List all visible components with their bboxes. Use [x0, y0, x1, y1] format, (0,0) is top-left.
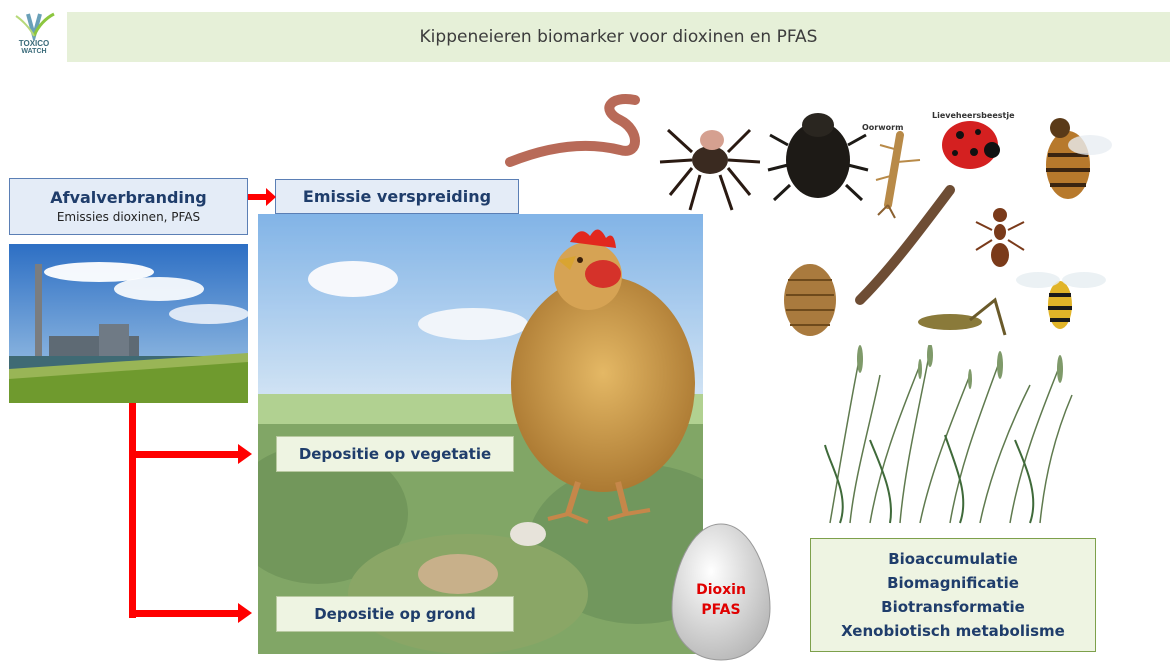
egg-label-dioxin: Dioxin	[670, 582, 772, 598]
vegetation-deposition-box: Depositie op vegetatie	[276, 436, 514, 472]
process-bioaccumulation: Bioaccumulatie	[811, 547, 1095, 571]
grasshopper-icon	[918, 300, 1005, 335]
arrow-to-emission-shaft	[248, 194, 268, 200]
wasp-icon	[1016, 272, 1106, 329]
processes-box: Bioaccumulatie Biomagnificatie Biotransf…	[810, 538, 1096, 652]
egg-label-pfas: PFAS	[670, 602, 772, 618]
woodlouse-icon	[784, 264, 836, 336]
bee-icon	[1046, 118, 1112, 199]
grasses-illustration	[810, 345, 1080, 525]
arrow-to-vegetation-head	[238, 444, 252, 464]
arrow-to-emission-head	[266, 188, 276, 206]
spider-icon	[660, 130, 760, 210]
soil-fauna-illustration: Oorworm Lieveheersbeestje	[500, 90, 1120, 340]
vegetation-deposition-label: Depositie op vegetatie	[277, 437, 513, 471]
ground-deposition-box: Depositie op grond	[276, 596, 514, 632]
arrow-to-ground-head	[238, 603, 252, 623]
ladybug-label: Lieveheersbeestje	[932, 111, 1015, 120]
centipede-icon	[860, 190, 950, 300]
arrow-to-ground-shaft	[129, 610, 240, 617]
beetle-icon	[768, 113, 868, 200]
arrow-trunk	[129, 403, 136, 618]
earwig-icon	[876, 135, 920, 218]
earwig-label: Oorworm	[862, 123, 903, 132]
ground-deposition-label: Depositie op grond	[277, 597, 513, 631]
egg: Dioxin PFAS	[670, 522, 772, 662]
arrow-to-vegetation-shaft	[129, 451, 240, 458]
earthworm-icon	[510, 99, 635, 162]
process-biotransformation: Biotransformatie	[811, 595, 1095, 619]
process-xenobiotic-metabolism: Xenobiotisch metabolisme	[811, 619, 1095, 643]
ladybug-icon	[942, 121, 1000, 169]
ant-icon	[976, 208, 1024, 267]
process-biomagnification: Biomagnificatie	[811, 571, 1095, 595]
